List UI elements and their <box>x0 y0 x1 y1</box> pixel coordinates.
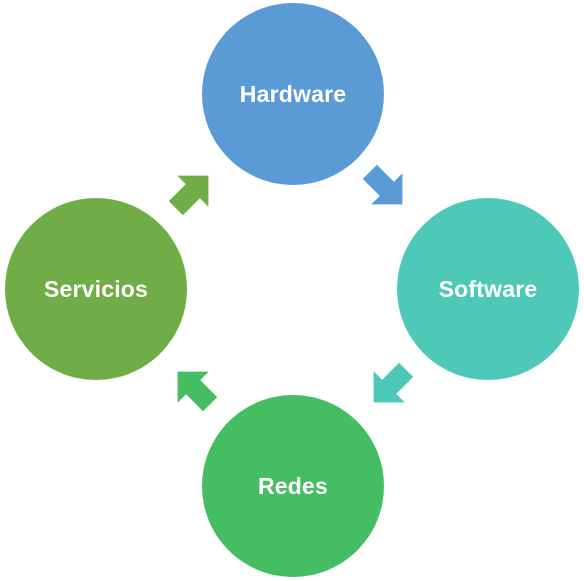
node-servicios: Servicios <box>5 198 187 380</box>
node-redes: Redes <box>202 395 384 577</box>
arrow-shape <box>177 371 218 412</box>
arrow-shape <box>373 362 414 403</box>
arrow-shape <box>168 175 209 216</box>
node-software: Software <box>397 198 579 380</box>
arrow-hardware-to-software <box>362 164 403 205</box>
arrow-servicios-to-hardware <box>168 175 209 216</box>
node-label-servicios: Servicios <box>43 275 149 302</box>
arrow-redes-to-servicios <box>177 371 218 412</box>
arrow-shape <box>362 164 403 205</box>
node-label-hardware: Hardware <box>239 80 347 107</box>
node-hardware: Hardware <box>202 3 384 185</box>
arrow-software-to-redes <box>373 362 414 403</box>
node-label-software: Software <box>438 275 538 302</box>
node-label-redes: Redes <box>257 472 329 499</box>
